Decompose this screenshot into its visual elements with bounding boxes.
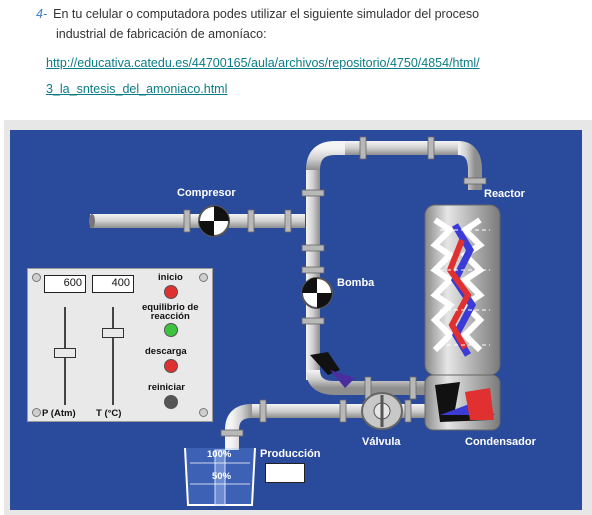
pressure-slider-thumb[interactable] [54, 348, 76, 358]
reactor-vessel [424, 204, 501, 376]
valve-icon [361, 392, 403, 430]
temperature-value: 400 [92, 275, 134, 293]
compressor-label: Compresor [177, 187, 236, 199]
simulator-link-part1[interactable]: http://educativa.catedu.es/44700165/aula… [46, 56, 480, 70]
inicio-button[interactable] [164, 285, 178, 299]
compressor-icon [198, 205, 230, 237]
pump-label: Bomba [337, 277, 375, 289]
inlet-pipe [89, 214, 305, 228]
main-vertical-pipe [306, 141, 350, 380]
temperature-label: T (°C) [96, 408, 122, 419]
beaker-mark-100: 100% [207, 449, 232, 460]
equilibrio-label-line2: reacción [150, 311, 190, 322]
equilibrio-button[interactable] [164, 323, 178, 337]
screw-icon [32, 273, 41, 282]
beaker-mark-50: 50% [212, 471, 232, 482]
pressure-label: P (Atm) [42, 408, 76, 419]
equilibrio-label-line1: equilibrio de [142, 302, 199, 313]
pump-icon [301, 277, 333, 309]
process-diagram [89, 136, 501, 506]
pressure-value: 600 [44, 275, 86, 293]
step-number: 4- [36, 7, 48, 21]
screw-icon [199, 273, 208, 282]
elbow-flow-indicator [310, 352, 355, 388]
production-output [265, 463, 305, 483]
lower-return-pipe [306, 369, 430, 395]
reiniciar-button[interactable] [164, 395, 178, 409]
temperature-slider-track[interactable] [112, 307, 114, 405]
production-label: Producción [260, 448, 321, 460]
screw-icon [199, 408, 208, 417]
reiniciar-label: reiniciar [148, 382, 185, 393]
descarga-label: descarga [145, 346, 187, 357]
valve-label: Válvula [362, 436, 401, 448]
instructions-line1: En tu celular o computadora podes utiliz… [53, 7, 480, 21]
temperature-slider-thumb[interactable] [102, 328, 124, 338]
beaker-icon [184, 447, 256, 506]
condenser-vessel [424, 374, 501, 431]
condenser-label: Condensador [465, 436, 536, 448]
control-panel: 600 400 P (Atm) T (°C) inicio equilibrio… [27, 268, 213, 422]
pipe-flanges [183, 136, 487, 437]
descarga-button[interactable] [164, 359, 178, 373]
simulator-link-part2[interactable]: 3_la_sntesis_del_amoniaco.html [46, 82, 228, 96]
instructions: 4- En tu celular o computadora podes util… [36, 4, 556, 44]
screw-icon [32, 408, 41, 417]
equilibrio-label: equilibrio de reacción [142, 302, 199, 322]
inicio-label: inicio [158, 272, 183, 283]
instructions-line2: industrial de fabricación de amoníaco: [56, 27, 267, 41]
reactor-label: Reactor [484, 188, 525, 200]
